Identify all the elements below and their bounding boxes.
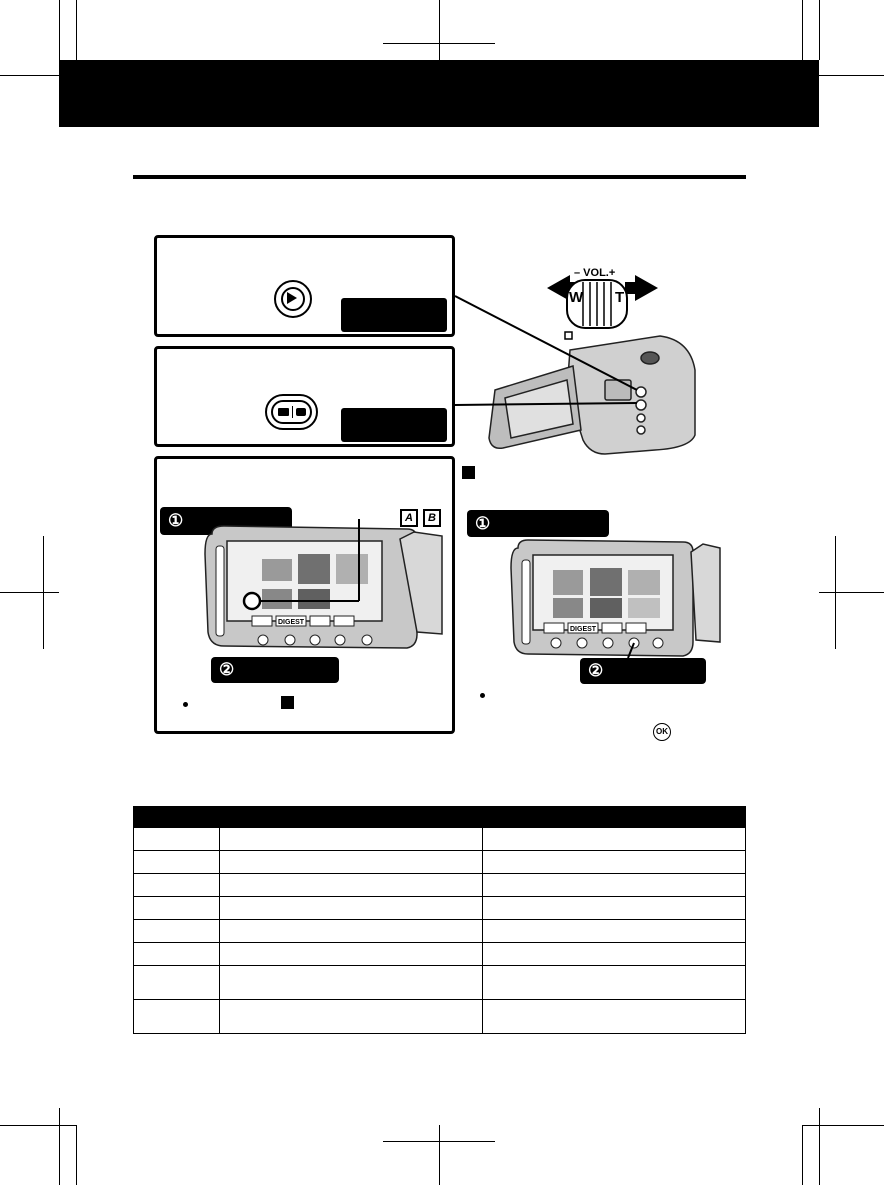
mode-divider [291, 406, 293, 418]
table-row [133, 999, 746, 1034]
section-rule [133, 175, 746, 179]
table-cell [219, 896, 483, 920]
camera-body [488, 335, 696, 455]
playback-button-inner [281, 287, 305, 311]
table-row [133, 965, 746, 1000]
table-cell [133, 999, 220, 1034]
zoom-wide-label: W [569, 289, 584, 306]
step-1-marker: ① [168, 511, 184, 530]
ok-icon: OK [653, 723, 671, 741]
table-cell [219, 827, 483, 851]
header-bar [59, 60, 819, 127]
zoom-lever: W T – VOL.+ [547, 267, 658, 340]
step-2-marker-right: ② [588, 661, 604, 680]
table-cell [133, 873, 220, 897]
camera-mode-icon [295, 408, 306, 416]
play-icon [287, 292, 297, 304]
table-row [133, 942, 746, 966]
crop-mark [76, 1125, 77, 1185]
crop-mark [0, 592, 59, 593]
lcd-illustration-right: DIGEST [510, 539, 721, 659]
table-row [133, 827, 746, 851]
crop-mark [0, 75, 59, 76]
digest-label-right: DIGEST [570, 626, 597, 633]
crop-mark [819, 0, 820, 60]
step-2-pill-right: ② [580, 658, 706, 684]
table-cell [133, 942, 220, 966]
crop-mark [802, 1125, 884, 1126]
bullet [183, 702, 188, 707]
table-cell [482, 873, 746, 897]
label-pill [341, 408, 447, 442]
table-cell [133, 919, 220, 943]
crop-mark [819, 592, 884, 593]
table-row [133, 850, 746, 874]
table-cell [219, 965, 483, 1000]
crop-mark [59, 0, 60, 60]
table-cell [133, 827, 220, 851]
table-cell [482, 999, 746, 1034]
table-cell [482, 919, 746, 943]
crop-mark [802, 0, 803, 75]
crop-mark [383, 43, 495, 44]
table-cell [482, 965, 746, 1000]
camcorder-illustration: W T – VOL.+ [455, 267, 696, 455]
crop-mark [802, 1125, 803, 1185]
black-square-marker [462, 466, 475, 479]
label-pill [341, 298, 447, 332]
boxed-letter-b: B [423, 509, 441, 527]
video-mode-icon [277, 408, 289, 416]
step-2-pill: ② [211, 657, 339, 683]
lcd-illustration-left: DIGEST [204, 519, 443, 649]
crop-mark [0, 1125, 76, 1126]
table-cell [482, 942, 746, 966]
crop-mark [439, 0, 440, 60]
zoom-tele-label: T [615, 289, 624, 306]
digest-label-left: DIGEST [278, 619, 305, 626]
crop-mark [819, 1108, 820, 1185]
panel-playback-button [154, 235, 455, 337]
table-cell [133, 965, 220, 1000]
crop-mark [76, 0, 77, 75]
table-row [133, 896, 746, 920]
crop-mark [439, 1125, 440, 1185]
table-cell [219, 919, 483, 943]
crop-mark [819, 75, 884, 76]
table-header-cell [219, 806, 483, 828]
table-header-cell [482, 806, 746, 828]
table-cell [219, 999, 483, 1034]
mode-button[interactable] [265, 394, 318, 430]
boxed-black-square [281, 696, 294, 709]
table-header-cell [133, 806, 220, 828]
table-row [133, 919, 746, 943]
table-cell [482, 850, 746, 874]
step-2-marker: ② [219, 660, 235, 679]
step-1-pill-right: ① [467, 510, 609, 537]
ok-label: OK [656, 727, 668, 736]
table-cell [219, 850, 483, 874]
table-row [133, 873, 746, 897]
panel-mode-button [154, 346, 455, 447]
table-cell [133, 850, 220, 874]
table-header-row [133, 806, 746, 828]
mode-button-inner [271, 400, 312, 424]
step-1-marker-right: ① [475, 513, 491, 533]
boxed-letter-a: A [400, 509, 418, 527]
table-cell [219, 942, 483, 966]
panel-lcd-touch-sensor: ① A B DIGEST ② [154, 456, 455, 734]
crop-mark [383, 1141, 495, 1142]
table-cell [482, 827, 746, 851]
table-cell [133, 896, 220, 920]
table-cell [219, 873, 483, 897]
vol-label: – VOL.+ [574, 267, 615, 279]
playback-button[interactable] [274, 280, 312, 318]
spec-table [133, 806, 746, 1034]
table-cell [482, 896, 746, 920]
bullet [480, 693, 485, 698]
crop-mark [59, 1108, 60, 1185]
